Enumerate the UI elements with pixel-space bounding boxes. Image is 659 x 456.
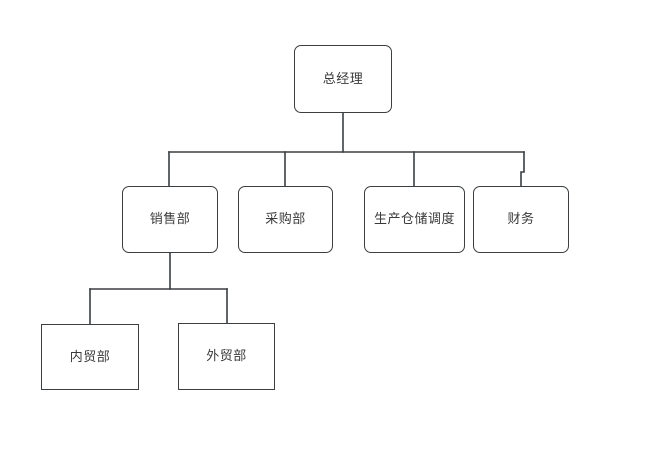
edge-gm-to-finance	[520, 151, 525, 187]
node-label-sales-dept: 销售部	[149, 212, 191, 227]
node-label-production-warehouse-scheduling: 生产仓储调度	[373, 212, 455, 227]
node-label-domestic-trade-dept: 内贸部	[69, 349, 111, 365]
node-general-manager[interactable]: 总经理	[294, 45, 392, 113]
node-sales-dept[interactable]: 销售部	[122, 186, 218, 253]
node-domestic-trade-dept[interactable]: 内贸部	[41, 324, 139, 390]
node-production-warehouse-scheduling[interactable]: 生产仓储调度	[364, 186, 465, 253]
node-foreign-trade-dept[interactable]: 外贸部	[178, 323, 275, 390]
node-label-procurement-dept: 采购部	[265, 212, 306, 227]
node-procurement-dept[interactable]: 采购部	[238, 186, 333, 253]
node-finance[interactable]: 财务	[473, 186, 569, 253]
node-label-finance: 财务	[507, 212, 535, 227]
node-label-general-manager: 总经理	[322, 71, 364, 87]
node-label-foreign-trade-dept: 外贸部	[206, 349, 247, 364]
